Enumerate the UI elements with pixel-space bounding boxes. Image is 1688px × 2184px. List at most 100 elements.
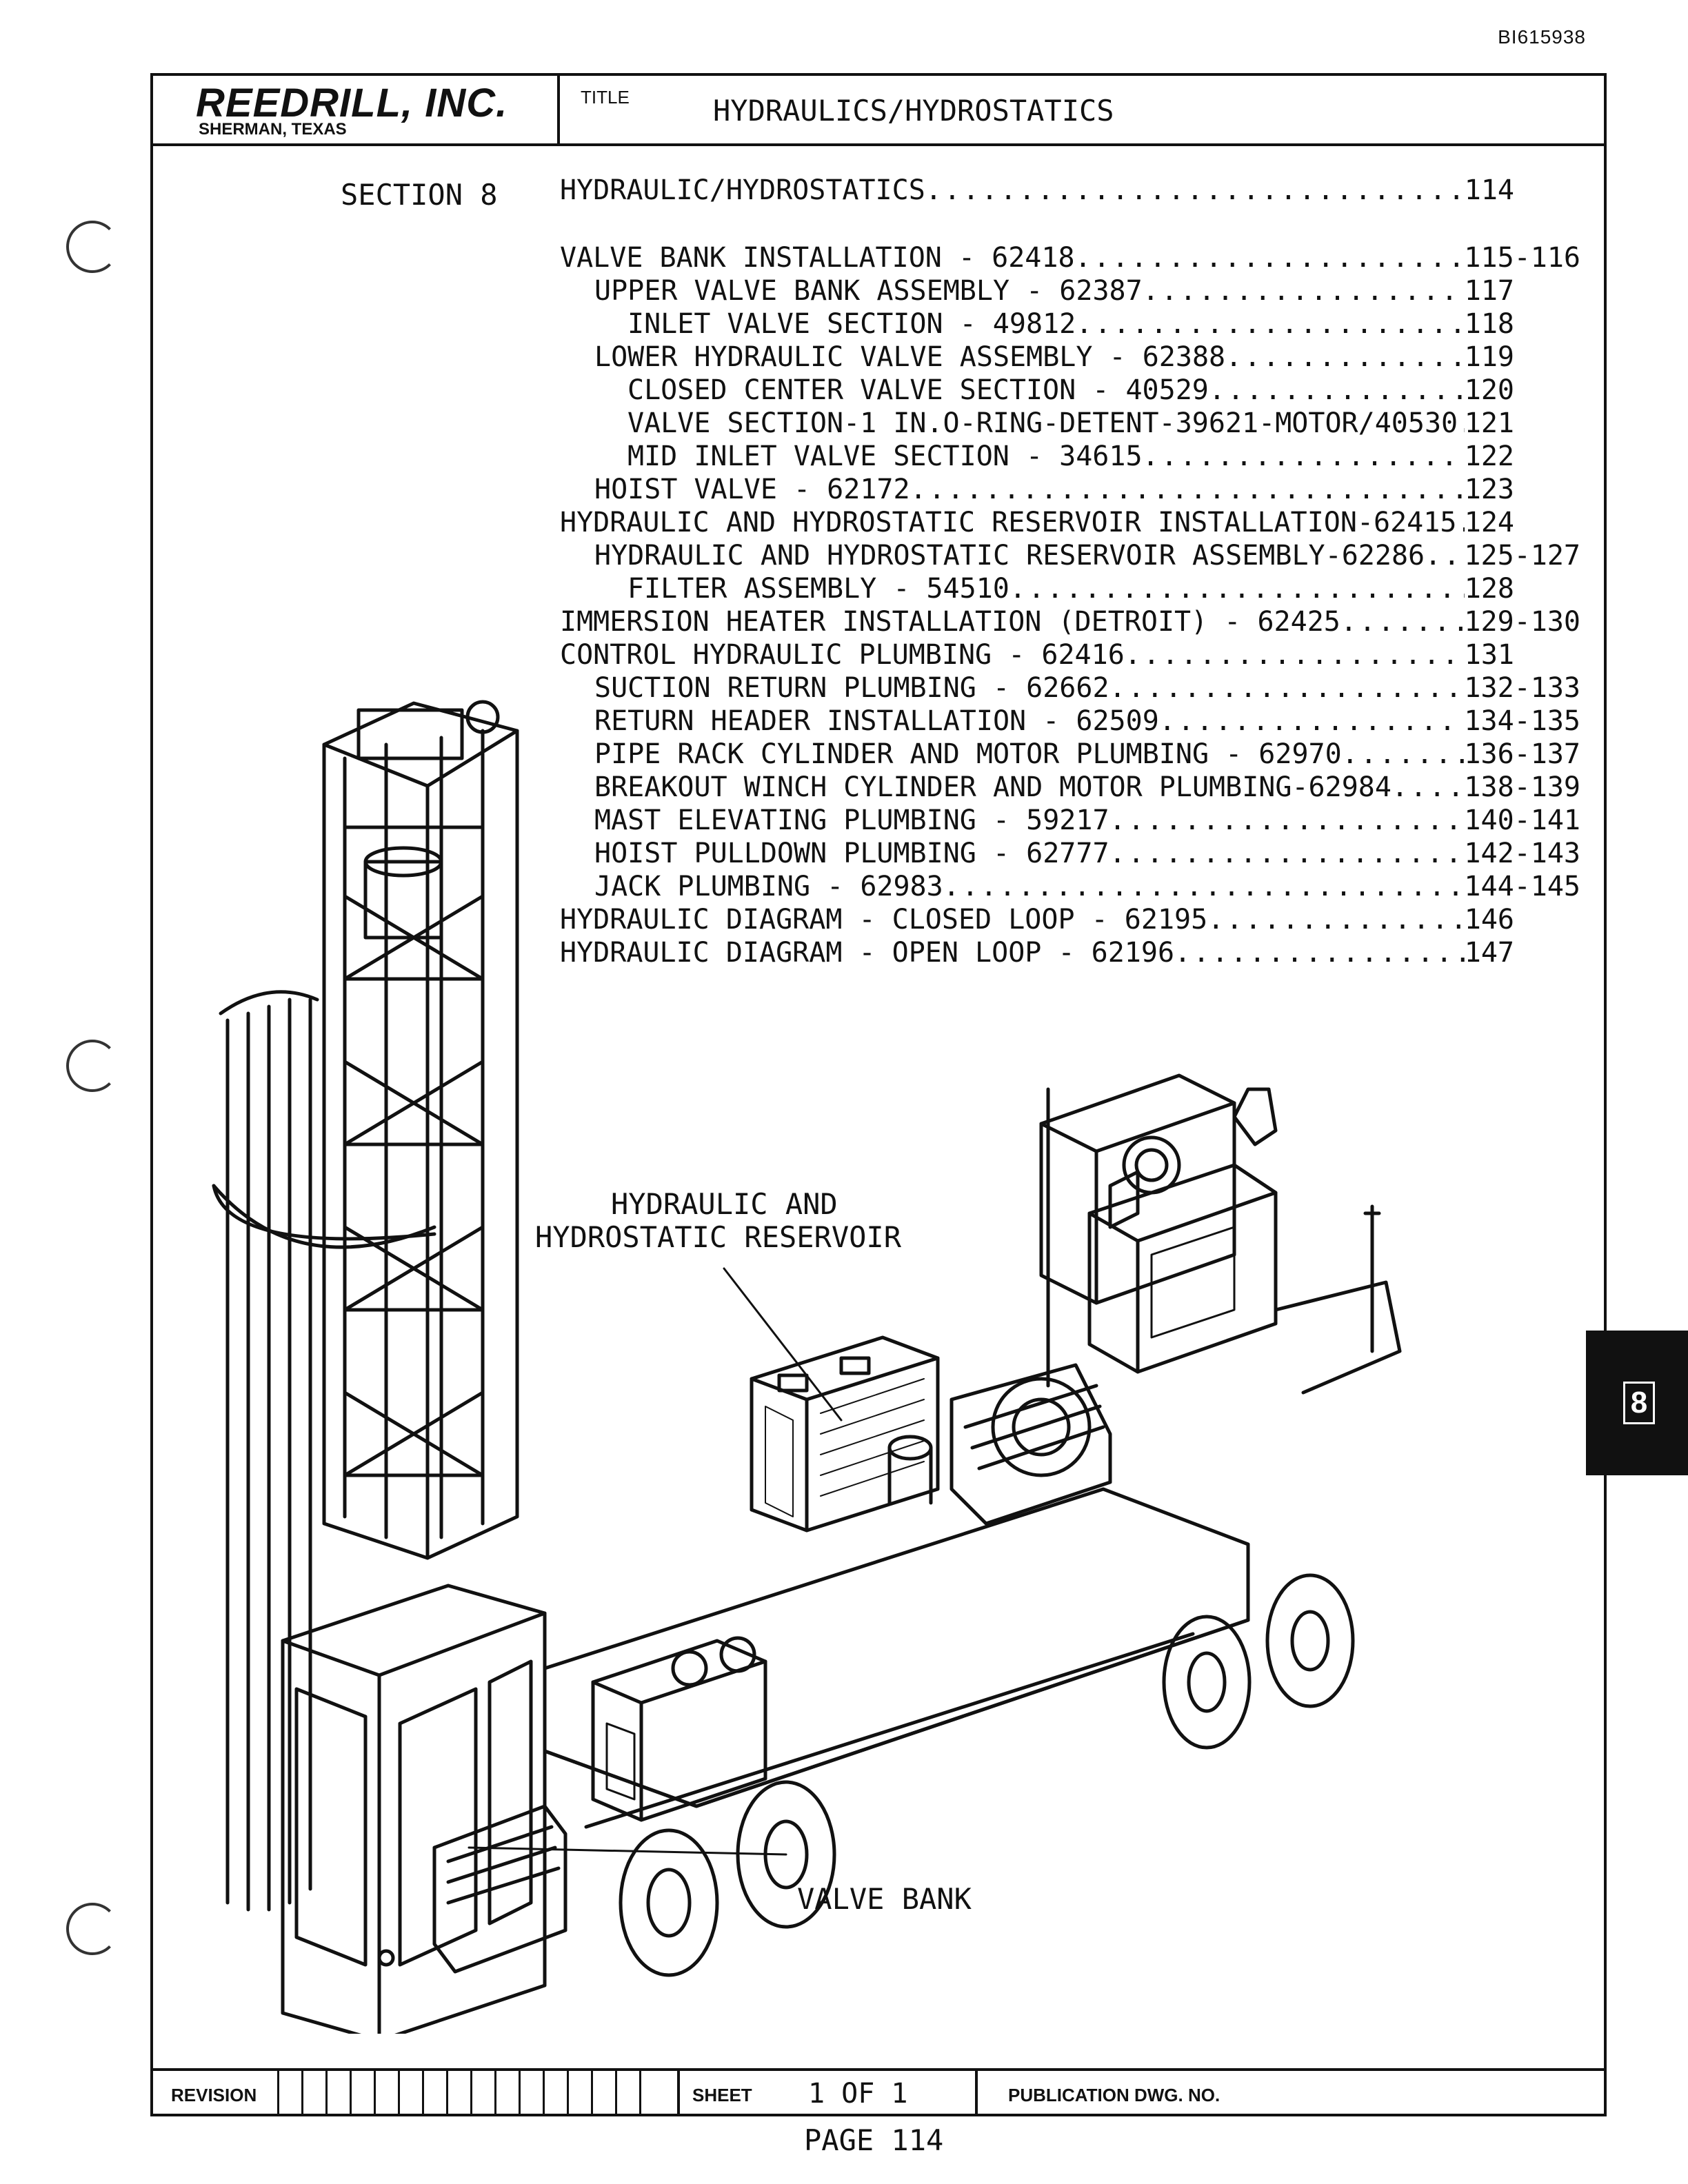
revision-box [325,2071,350,2114]
gearbox-drawing [591,1636,767,1822]
valve-bank-leader-line [468,1846,787,1856]
binder-hole-bottom [66,1903,119,1955]
toc-leader-dots [910,473,1465,506]
toc-entry-title: CLOSED CENTER VALVE SECTION - 40529 [627,374,1209,406]
toc-entry: HYDRAULIC AND HYDROSTATIC RESERVOIR ASSE… [560,539,1580,572]
toc-entry-title: VALVE SECTION-1 IN.O-RING-DETENT-39621-M… [627,407,1458,439]
toc-entry: MID INLET VALVE SECTION - 34615122 [560,440,1514,473]
reservoir-leader-line [723,1267,843,1422]
binder-hole-middle [66,1040,119,1092]
page-number: PAGE 114 [804,2123,944,2157]
toc-entry-page: 128 [1464,573,1514,605]
revision-box [615,2071,639,2114]
section-tab-label: 8 [1623,1382,1655,1424]
toc-entry-title: HYDRAULIC DIAGRAM - OPEN LOOP - 62196 [560,937,1175,969]
toc-entry-page: 142-143 [1464,838,1580,869]
toc-entry: INLET VALVE SECTION - 49812118 [560,307,1514,341]
toc-leader-dots [1125,638,1465,671]
mast-drawing [322,700,519,1560]
section-label: SECTION 8 [341,178,498,212]
toc-entry-page: 120 [1464,374,1514,406]
toc-entry-title: FILTER ASSEMBLY - 54510 [627,573,1009,605]
toc-entry-page: 136-137 [1464,738,1580,770]
toc-entry-page: 134-135 [1464,705,1580,737]
toc-entry-title: CONTROL HYDRAULIC PLUMBING - 62416 [560,639,1125,671]
toc-entry-title: MAST ELEVATING PLUMBING - 59217 [594,805,1109,836]
valve-bank-drawing [432,1804,567,1974]
toc-entry-title: LOWER HYDRAULIC VALVE ASSEMBLY - 62388 [594,341,1226,373]
toc-entry: SUCTION RETURN PLUMBING - 62662132-133 [560,671,1580,705]
sheet-value: 1 OF 1 [808,2078,908,2110]
valve-bank-callout: VALVE BANK [797,1882,972,1916]
toc-entry: RETURN HEADER INSTALLATION - 62509134-13… [560,705,1580,738]
revision-box [350,2071,374,2114]
document-title: HYDRAULICS/HYDROSTATICS [713,94,1114,128]
drawing-frame: REEDRILL, INC. SHERMAN, TEXAS TITLE HYDR… [150,73,1607,2116]
toc-leader-dots [1425,539,1464,572]
toc-leader-dots [1075,241,1465,274]
sheet-cell: SHEET 1 OF 1 [677,2071,978,2114]
revision-box [591,2071,615,2114]
toc-entry-page: 124 [1464,507,1514,538]
company-city: SHERMAN, TEXAS [199,120,347,139]
deck-drawing [543,1487,1250,1829]
company-cell: REEDRILL, INC. SHERMAN, TEXAS [153,76,560,143]
revision-box [374,2071,398,2114]
toc-entry-title: HOIST PULLDOWN PLUMBING - 62777 [594,838,1109,869]
title-block: REEDRILL, INC. SHERMAN, TEXAS TITLE HYDR… [153,76,1604,146]
toc-entry: UPPER VALVE BANK ASSEMBLY - 62387 117 [560,274,1514,307]
title-label: TITLE [581,87,630,108]
toc-entry: CLOSED CENTER VALVE SECTION - 40529 120 [560,374,1514,407]
toc-leader-dots [1209,374,1465,407]
pipe-rack-drawing [212,990,436,1912]
revision-box [422,2071,446,2114]
company-name: REEDRILL, INC. [196,81,508,125]
toc-entry-title: HYDRAULIC DIAGRAM - CLOSED LOOP - 62195 [560,904,1208,936]
toc-entry-page: 123 [1464,474,1514,505]
toc-entry-page: 140-141 [1464,805,1580,836]
toc-entry-page: 138-139 [1464,771,1580,803]
reservoir-drawing [750,1335,940,1533]
section-tab: 8 [1586,1331,1688,1475]
wheels-drawing [619,1573,1355,1977]
toc-entry-page: 125-127 [1464,540,1580,572]
toc-entry-title: VALVE BANK INSTALLATION - 62418 [560,242,1075,274]
toc-entry-page: 131 [1464,639,1514,671]
binder-hole-top [66,221,119,273]
revision-box [470,2071,494,2114]
toc-entry: PIPE RACK CYLINDER AND MOTOR PLUMBING - … [560,738,1580,771]
toc-entry: BREAKOUT WINCH CYLINDER AND MOTOR PLUMBI… [560,771,1580,804]
revision-boxes [277,2071,663,2114]
toc-entry-title: HYDRAULIC AND HYDROSTATIC RESERVOIR ASSE… [594,540,1425,572]
toc-entry-page: 117 [1464,275,1514,307]
revision-box [567,2071,591,2114]
sheet-label: SHEET [692,2085,752,2105]
revision-box [519,2071,543,2114]
drill-rig-illustration [212,700,1402,2034]
engine-drawing [887,1363,1112,1526]
revision-box [543,2071,567,2114]
operator-cab-drawing [281,1584,547,2034]
toc-leader-dots [1225,341,1465,374]
toc-entry-title: HOIST VALVE - 62172 [594,474,910,505]
toc-entry: HOIST VALVE - 62172 123 [560,473,1514,506]
toc-entry-title: IMMERSION HEATER INSTALLATION (DETROIT) … [560,606,1340,638]
revision-label: REVISION [171,2085,257,2105]
toc-entry-page: 122 [1464,441,1514,472]
toc-leader-dots [925,174,1465,207]
toc-entry: MAST ELEVATING PLUMBING - 59217 140-141 [560,804,1580,837]
reservoir-callout-line1: HYDRAULIC AND [611,1187,838,1221]
toc-entry: VALVE SECTION-1 IN.O-RING-DETENT-39621-M… [560,407,1514,440]
toc-entry-title: BREAKOUT WINCH CYLINDER AND MOTOR PLUMBI… [594,771,1391,803]
toc-entry-page: 144-145 [1464,871,1580,902]
toc-entry-page: 132-133 [1464,672,1580,704]
toc-entry-page: 114 [1464,174,1514,206]
toc-entry: HOIST PULLDOWN PLUMBING - 62777 142-143 [560,837,1580,870]
revision-block: REVISION SHEET 1 OF 1 PUBLICATION DWG. N… [153,2068,1604,2114]
toc-entry: IMMERSION HEATER INSTALLATION (DETROIT) … [560,605,1580,638]
toc-entry: HYDRAULIC AND HYDROSTATIC RESERVOIR INST… [560,506,1514,539]
toc-leader-dots [1143,274,1465,307]
toc-entry-title: UPPER VALVE BANK ASSEMBLY - 62387 [594,275,1143,307]
revision-box [301,2071,325,2114]
toc-entry: HYDRAULIC/HYDROSTATICS114 [560,174,1514,207]
